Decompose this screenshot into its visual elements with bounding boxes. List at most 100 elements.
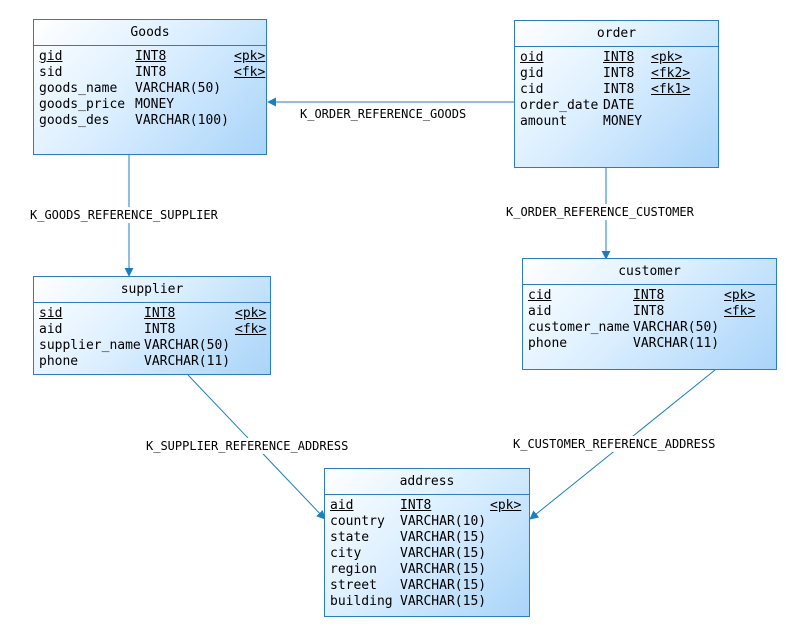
entity-customer-title: customer xyxy=(523,259,776,285)
column-type: INT8 xyxy=(135,65,167,80)
column-type: VARCHAR(15) xyxy=(400,546,487,561)
column-name: sid xyxy=(39,65,63,80)
column-type: MONEY xyxy=(603,114,643,129)
column-type: INT8 xyxy=(135,49,167,64)
column-name: supplier_name xyxy=(39,338,141,353)
column-type: INT8 xyxy=(603,66,635,81)
column-key-badge: <pk> xyxy=(724,288,756,303)
column-name: oid xyxy=(520,50,544,65)
column-row[interactable]: phone VARCHAR(11) xyxy=(528,336,771,352)
column-name: goods_name xyxy=(39,81,118,96)
entity-supplier-title: supplier xyxy=(34,277,270,303)
column-key-badge: <fk> xyxy=(234,65,266,80)
column-row[interactable]: gid INT8 <fk2> xyxy=(520,66,713,82)
column-name: gid xyxy=(520,66,544,81)
label-customer-address: K_CUSTOMER_REFERENCE_ADDRESS xyxy=(513,436,729,452)
column-name: goods_des xyxy=(39,113,110,128)
column-name: phone xyxy=(528,336,568,351)
column-type: VARCHAR(50) xyxy=(144,338,231,353)
column-type: DATE xyxy=(603,98,635,113)
column-type: INT8 xyxy=(633,288,665,303)
column-row[interactable]: street VARCHAR(15) xyxy=(330,578,524,594)
column-type: VARCHAR(15) xyxy=(400,578,487,593)
column-type: VARCHAR(100) xyxy=(135,113,229,128)
column-name: building xyxy=(330,594,393,609)
entity-address-title: address xyxy=(325,469,529,495)
column-name: cid xyxy=(528,288,552,303)
column-key-badge: <fk> xyxy=(724,304,756,319)
column-row[interactable]: city VARCHAR(15) xyxy=(330,546,524,562)
column-key-badge: <pk> xyxy=(234,49,266,64)
column-key-badge: <fk> xyxy=(235,322,267,337)
entity-order-title: order xyxy=(515,21,718,47)
column-row[interactable]: phone VARCHAR(11) xyxy=(39,354,265,370)
label-order-customer: K_ORDER_REFERENCE_CUSTOMER xyxy=(506,204,708,220)
column-type: VARCHAR(15) xyxy=(400,594,487,609)
column-row[interactable]: goods_des VARCHAR(100) xyxy=(39,113,261,129)
column-name: gid xyxy=(39,49,63,64)
column-row[interactable]: sid INT8 <fk> xyxy=(39,65,265,81)
column-row[interactable]: building VARCHAR(15) xyxy=(330,594,524,610)
column-name: phone xyxy=(39,354,79,369)
column-type: INT8 xyxy=(633,304,665,319)
column-key-badge: <fk1> xyxy=(651,82,691,97)
column-name: amount xyxy=(520,114,567,129)
column-type: VARCHAR(11) xyxy=(144,354,231,369)
column-type: MONEY xyxy=(135,97,175,112)
column-type: INT8 xyxy=(144,322,176,337)
column-name: customer_name xyxy=(528,320,630,335)
column-row[interactable]: aid INT8 <fk> xyxy=(528,304,771,320)
column-row[interactable]: order_date DATE xyxy=(520,98,713,114)
column-type: VARCHAR(15) xyxy=(400,562,487,577)
column-key-badge: <pk> xyxy=(490,498,522,513)
label-supplier-address: K_SUPPLIER_REFERENCE_ADDRESS xyxy=(146,438,362,454)
column-key-badge: <fk2> xyxy=(651,66,691,81)
column-type: VARCHAR(50) xyxy=(135,81,222,96)
column-name: region xyxy=(330,562,377,577)
column-name: city xyxy=(330,546,362,561)
column-row[interactable]: aid INT8 <fk> xyxy=(39,322,267,338)
column-name: order_date xyxy=(520,98,599,113)
column-type: VARCHAR(50) xyxy=(633,320,720,335)
column-type: VARCHAR(11) xyxy=(633,336,720,351)
column-type: INT8 xyxy=(144,306,176,321)
column-name: sid xyxy=(39,306,63,321)
label-order-goods: K_ORDER_REFERENCE_GOODS xyxy=(300,106,481,122)
column-name: aid xyxy=(528,304,552,319)
column-row[interactable]: region VARCHAR(15) xyxy=(330,562,524,578)
column-row[interactable]: goods_name VARCHAR(50) xyxy=(39,81,261,97)
column-row[interactable]: cid INT8 <pk> xyxy=(528,288,771,304)
column-type: VARCHAR(10) xyxy=(400,514,487,529)
column-name: aid xyxy=(330,498,354,513)
column-row[interactable]: gid INT8 <pk> xyxy=(39,49,265,65)
column-type: INT8 xyxy=(603,82,635,97)
column-name: aid xyxy=(39,322,63,337)
column-row[interactable]: sid INT8 <pk> xyxy=(39,306,267,322)
column-name: cid xyxy=(520,82,544,97)
column-name: street xyxy=(330,578,377,593)
column-row[interactable]: amount MONEY xyxy=(520,114,713,130)
column-key-badge: <pk> xyxy=(235,306,267,321)
column-row[interactable]: cid INT8 <fk1> xyxy=(520,82,713,98)
label-goods-supplier: K_GOODS_REFERENCE_SUPPLIER xyxy=(30,207,231,223)
column-type: INT8 xyxy=(603,50,635,65)
column-type: VARCHAR(15) xyxy=(400,530,487,545)
